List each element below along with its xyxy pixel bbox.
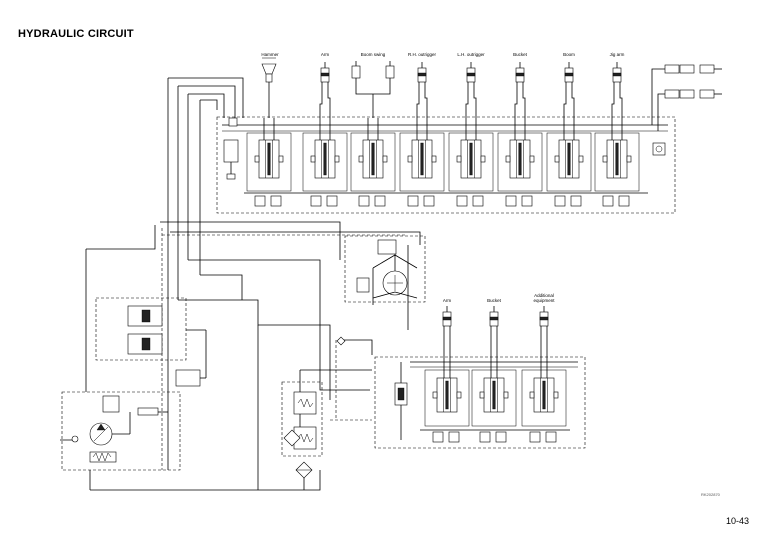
filter-cooler-group <box>281 381 323 490</box>
hammer-symbol <box>261 57 277 118</box>
drain-lines <box>161 228 405 470</box>
upper-section-boom-swing <box>350 118 396 207</box>
drawing-code: RK202870 <box>701 492 720 497</box>
upper-section-bucket <box>497 62 543 207</box>
upper-section-arm <box>302 62 348 207</box>
swing-motor <box>336 235 426 346</box>
boom-swing-cylinders <box>351 61 395 118</box>
pump-section <box>61 297 207 471</box>
right-rotary-actuators <box>651 64 722 156</box>
lower-label-additional-equipment: Additional equipment <box>533 293 555 303</box>
upper-label-arm: Arm <box>320 52 330 57</box>
page-number: 10-43 <box>726 516 750 526</box>
upper-label-jig-arm: Jig arm <box>609 52 625 57</box>
upper-label-lh-outrigger: L.H. outrigger <box>457 52 485 57</box>
upper-valve-sections <box>246 62 640 207</box>
upper-label-boom-swing: Boom swing <box>360 52 386 57</box>
main-lines <box>60 77 421 491</box>
lower-valve-sections <box>424 306 567 443</box>
lower-section-arm <box>424 306 470 443</box>
upper-section-jig-arm <box>594 62 640 207</box>
upper-label-boom: Boom <box>563 52 575 57</box>
upper-valve-block <box>216 116 676 214</box>
upper-label-rh-outrigger: R.H. outrigger <box>407 52 437 57</box>
lower-label-arm: Arm <box>442 298 452 303</box>
upper-section-hammer <box>246 118 292 207</box>
upper-label-bucket: Bucket <box>513 52 527 57</box>
upper-section-boom <box>546 62 592 207</box>
page-title: HYDRAULIC CIRCUIT <box>18 28 134 40</box>
upper-section-rh-outrigger <box>399 62 445 207</box>
lower-valve-block <box>374 356 586 449</box>
lower-label-bucket: Bucket <box>487 298 501 303</box>
upper-section-lh-outrigger <box>448 62 494 207</box>
lower-section-additional-equipment <box>521 306 567 443</box>
lower-section-bucket <box>471 306 517 443</box>
upper-label-hammer: Hammer <box>261 52 279 57</box>
